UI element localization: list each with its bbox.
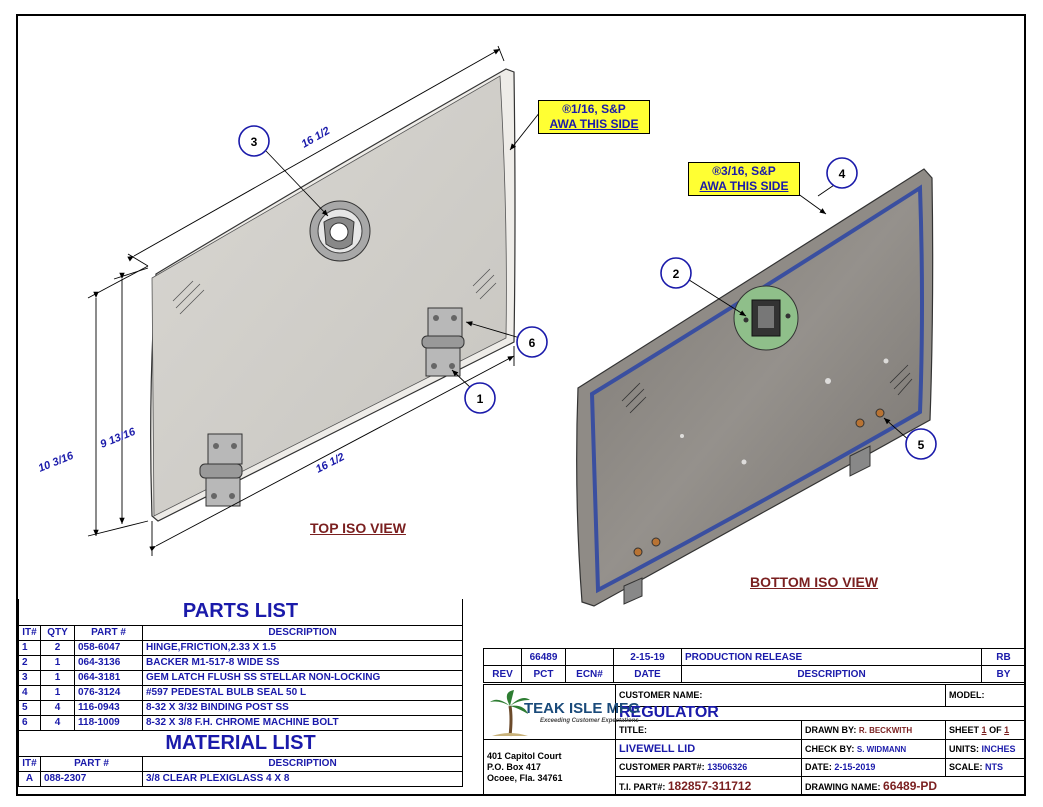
- balloon-6: 6: [516, 326, 548, 358]
- drawing-views: 16 1/2 16 1/2 10 3/16 9 13/16: [37, 45, 937, 607]
- customer-name-label: CUSTOMER NAME:: [615, 684, 946, 707]
- parts-list-title: PARTS LIST: [18, 599, 463, 626]
- inner-height-dim: 9 13/16: [99, 426, 138, 451]
- glass-hatch-marks: [172, 268, 497, 315]
- company-logo: TEAK ISLE MFG Exceeding Customer Expecta…: [483, 684, 640, 740]
- svg-text:1: 1: [477, 392, 484, 406]
- title-label: TITLE:: [615, 719, 802, 740]
- bottom-width-dim: 16 1/2: [314, 451, 347, 476]
- ti-part-number: 182857-311712: [667, 779, 752, 794]
- drawing-date: 2-15-2019: [834, 762, 876, 773]
- svg-text:3: 3: [251, 135, 258, 149]
- checked-by: S. WIDMANN: [856, 744, 907, 754]
- weld-note-top: ®1/16, S&P AWA THIS SIDE: [538, 100, 650, 134]
- balloon-3: 3: [238, 125, 270, 157]
- sheet-number: 1: [981, 724, 987, 735]
- bottom-hinge-tabs: [623, 445, 871, 605]
- bottom-iso-view-label: BOTTOM ISO VIEW: [750, 574, 879, 590]
- drawn-by: R. BECKWITH: [858, 725, 913, 735]
- top-latch: [309, 200, 371, 262]
- customer-part-number: 13506326: [707, 762, 748, 773]
- bottom-iso-lid: [576, 168, 934, 607]
- balloon-5: 5: [905, 428, 937, 460]
- weld-note-bottom: ®3/16, S&P AWA THIS SIDE: [688, 162, 800, 196]
- top-hinge-right: [421, 307, 465, 377]
- top-iso-lid: [150, 68, 516, 522]
- drawing-title: LIVEWELL LID: [615, 738, 802, 759]
- balloon-4: 4: [826, 157, 858, 189]
- sheet-total: 1: [1004, 724, 1010, 735]
- palm-tree-icon: [490, 689, 530, 737]
- company-address: 401 Capitol Court P.O. Box 417 Ocoee, Fl…: [483, 738, 616, 794]
- drawing-name: 66489-PD: [883, 779, 938, 794]
- balloon-2: 2: [660, 257, 692, 289]
- scale: NTS: [985, 762, 1004, 773]
- drawing-sheet: 16 1/2 16 1/2 10 3/16 9 13/16: [16, 14, 1026, 796]
- svg-text:2: 2: [673, 267, 680, 281]
- company-tagline: Exceeding Customer Expectations: [540, 717, 639, 724]
- material-list-title: MATERIAL LIST: [18, 729, 463, 757]
- svg-text:6: 6: [529, 336, 536, 350]
- company-name: TEAK ISLE MFG: [524, 699, 640, 717]
- revision-header: REV PCT ECN# DATE DESCRIPTION BY: [483, 665, 1024, 683]
- svg-text:4: 4: [839, 167, 846, 181]
- revision-table: 66489 2-15-19 PRODUCTION RELEASE RB REV …: [483, 648, 1024, 683]
- balloon-1: 1: [464, 382, 496, 414]
- table-row: 66489 2-15-19 PRODUCTION RELEASE RB: [483, 648, 1024, 666]
- customer-name: REGULATOR: [615, 705, 1024, 721]
- title-block: TEAK ISLE MFG Exceeding Customer Expecta…: [483, 684, 1024, 794]
- top-dimensions: [87, 45, 515, 556]
- model-label: MODEL:: [945, 684, 1024, 707]
- bottom-backer: [733, 285, 799, 351]
- binding-posts: [633, 408, 885, 557]
- units: INCHES: [981, 743, 1016, 754]
- top-iso-view-label: TOP ISO VIEW: [310, 520, 406, 536]
- svg-text:5: 5: [918, 438, 925, 452]
- outer-height-dim: 10 3/16: [37, 450, 76, 475]
